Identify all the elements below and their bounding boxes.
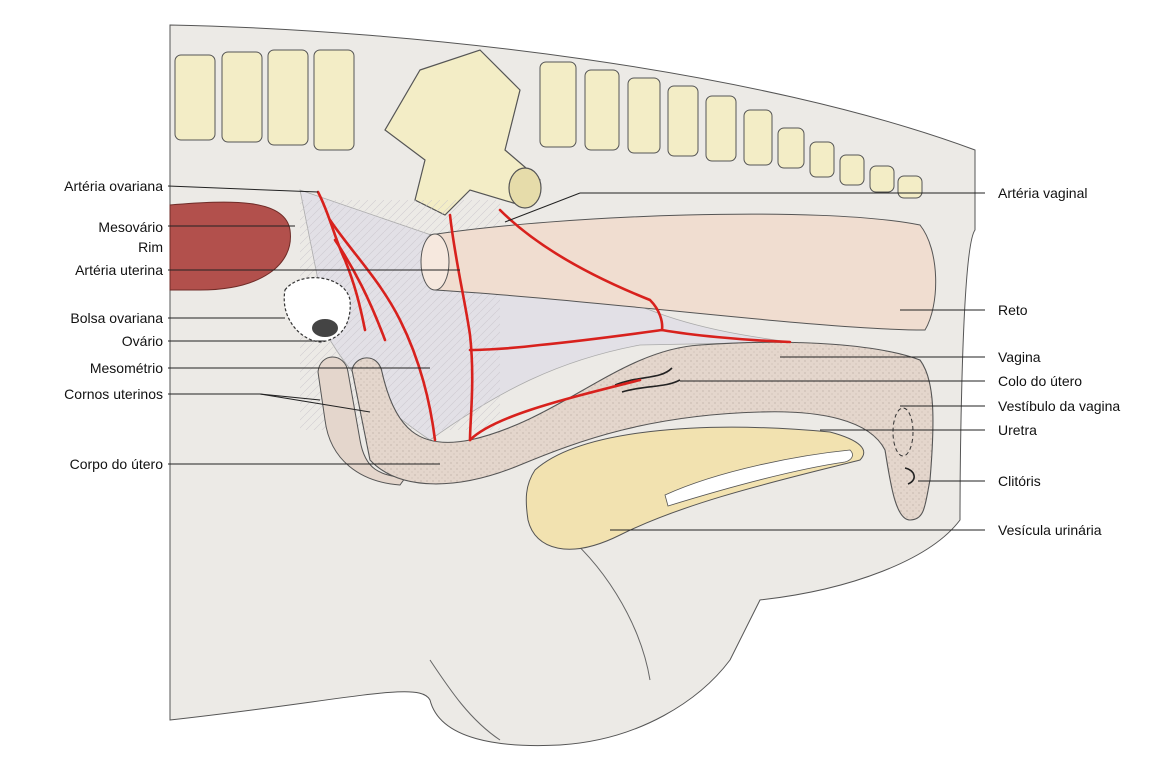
label-mesovario: Mesovário [98,219,163,235]
label-rim: Rim [138,239,163,255]
label-vestibulo-da-vagina: Vestíbulo da vagina [998,398,1120,414]
label-ovario: Ovário [122,333,163,349]
label-bolsa-ovariana: Bolsa ovariana [70,310,163,326]
label-arteria-uterina: Artéria uterina [75,262,163,278]
label-cornos-uterinos: Cornos uterinos [64,386,163,402]
label-mesometrio: Mesométrio [90,360,163,376]
label-corpo-do-utero: Corpo do útero [70,456,164,472]
left-labels: Artéria ovariana Mesovário Rim Artéria u… [64,178,163,472]
label-colo-do-utero: Colo do útero [998,373,1082,389]
label-vesicula-urinaria: Vesícula urinária [998,522,1102,538]
label-vagina: Vagina [998,349,1041,365]
right-labels: Artéria vaginal Reto Vagina Colo do úter… [998,185,1120,538]
label-clitoris: Clitóris [998,473,1041,489]
label-uretra: Uretra [998,422,1037,438]
label-reto: Reto [998,302,1028,318]
label-arteria-vaginal: Artéria vaginal [998,185,1088,201]
label-arteria-ovariana: Artéria ovariana [64,178,163,194]
